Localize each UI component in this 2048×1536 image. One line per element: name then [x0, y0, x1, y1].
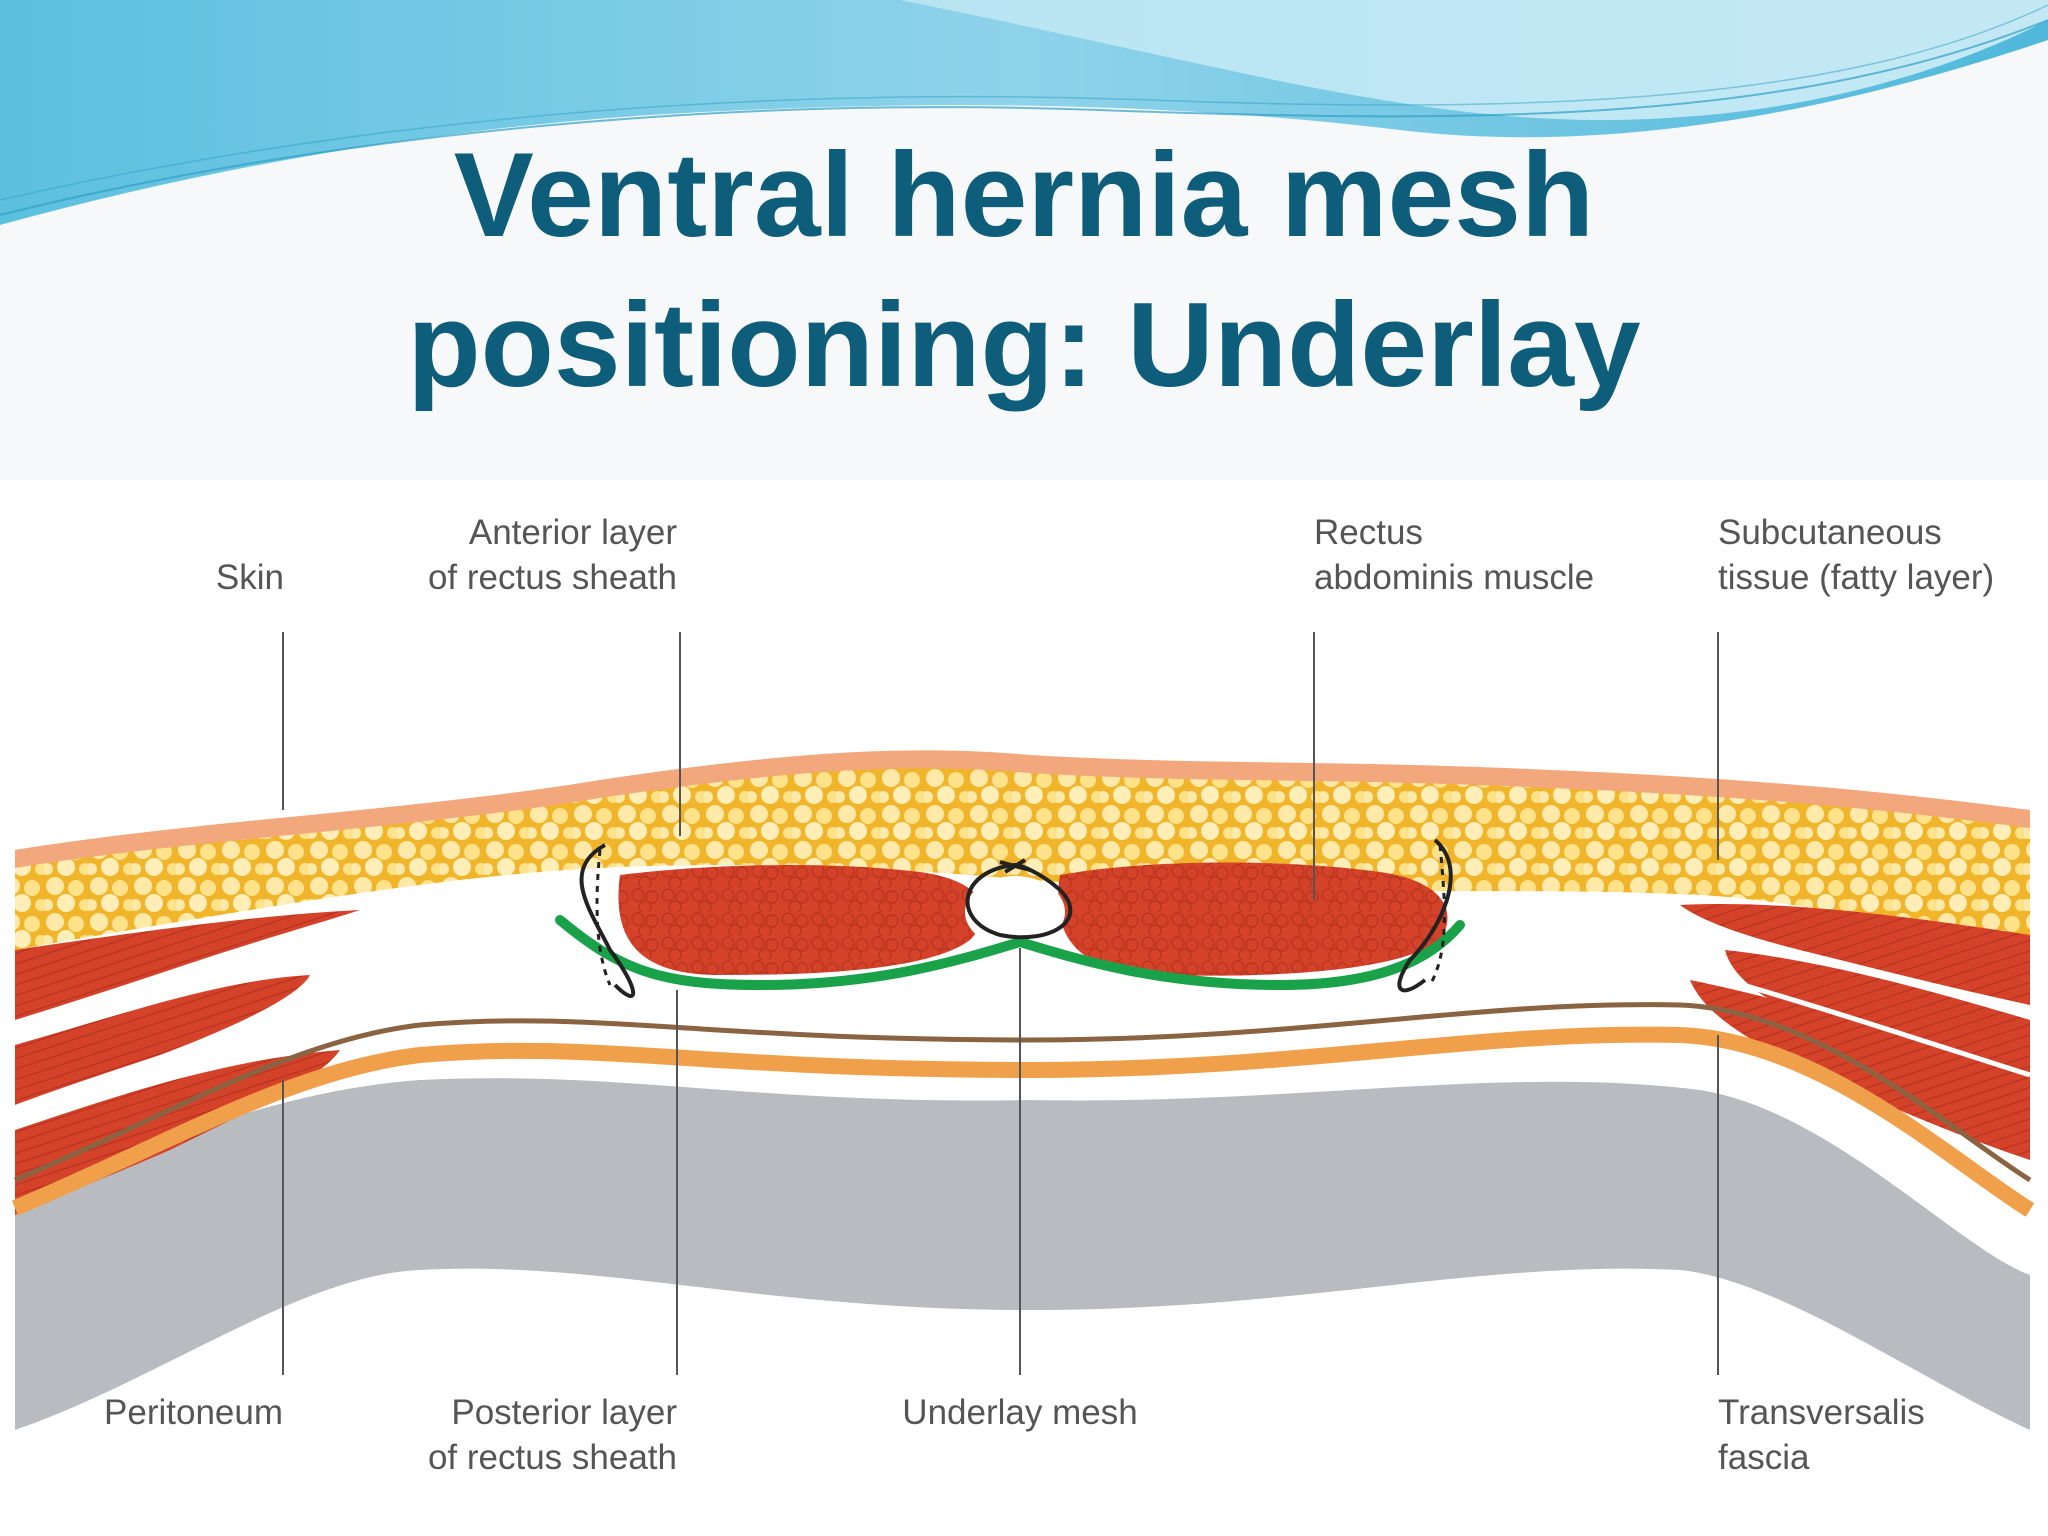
- right-flat-muscle-1: [1680, 904, 2030, 1005]
- label-rectus-muscle: Rectus abdominis muscle: [1314, 513, 1595, 597]
- label-posterior-sheath: Posterior layer of rectus sheath: [427, 1393, 677, 1477]
- label-transversalis: Transversalis fascia: [1718, 1393, 1925, 1477]
- page-title: Ventral hernia mesh positioning: Underla…: [0, 120, 2048, 420]
- fascia-layer: [15, 1078, 2030, 1430]
- header-wave-decoration: [0, 0, 2048, 225]
- suture-center: [965, 862, 1073, 940]
- peritoneum-layer: [11, 1026, 2035, 1217]
- left-flat-muscle-1: [15, 910, 360, 1020]
- label-anterior-sheath: Anterior layer of rectus sheath: [427, 513, 677, 597]
- rectus-muscle-right: [1058, 862, 1448, 976]
- brown-layer: [14, 1002, 2032, 1183]
- abdominal-wall-cross-section: [11, 632, 2035, 1430]
- subcutaneous-fat: [15, 768, 2030, 950]
- suture-left: [579, 843, 636, 998]
- rectus-muscle-left: [618, 864, 984, 975]
- title-line-1: Ventral hernia mesh: [453, 128, 1595, 262]
- skin-layer: [15, 750, 2030, 870]
- label-subcutaneous: Subcutaneous tissue (fatty layer): [1718, 513, 1995, 597]
- anatomy-figure: Skin Anterior layer of rectus sheath Rec…: [0, 480, 2048, 1536]
- label-underlay-mesh: Underlay mesh: [902, 1393, 1138, 1432]
- title-line-2: positioning: Underlay: [407, 278, 1641, 412]
- suture-right: [1397, 838, 1453, 993]
- label-peritoneum: Peritoneum: [104, 1393, 283, 1432]
- underlay-mesh-line: [555, 915, 1465, 991]
- label-skin: Skin: [215, 558, 284, 597]
- left-flat-muscle-2: [15, 975, 310, 1105]
